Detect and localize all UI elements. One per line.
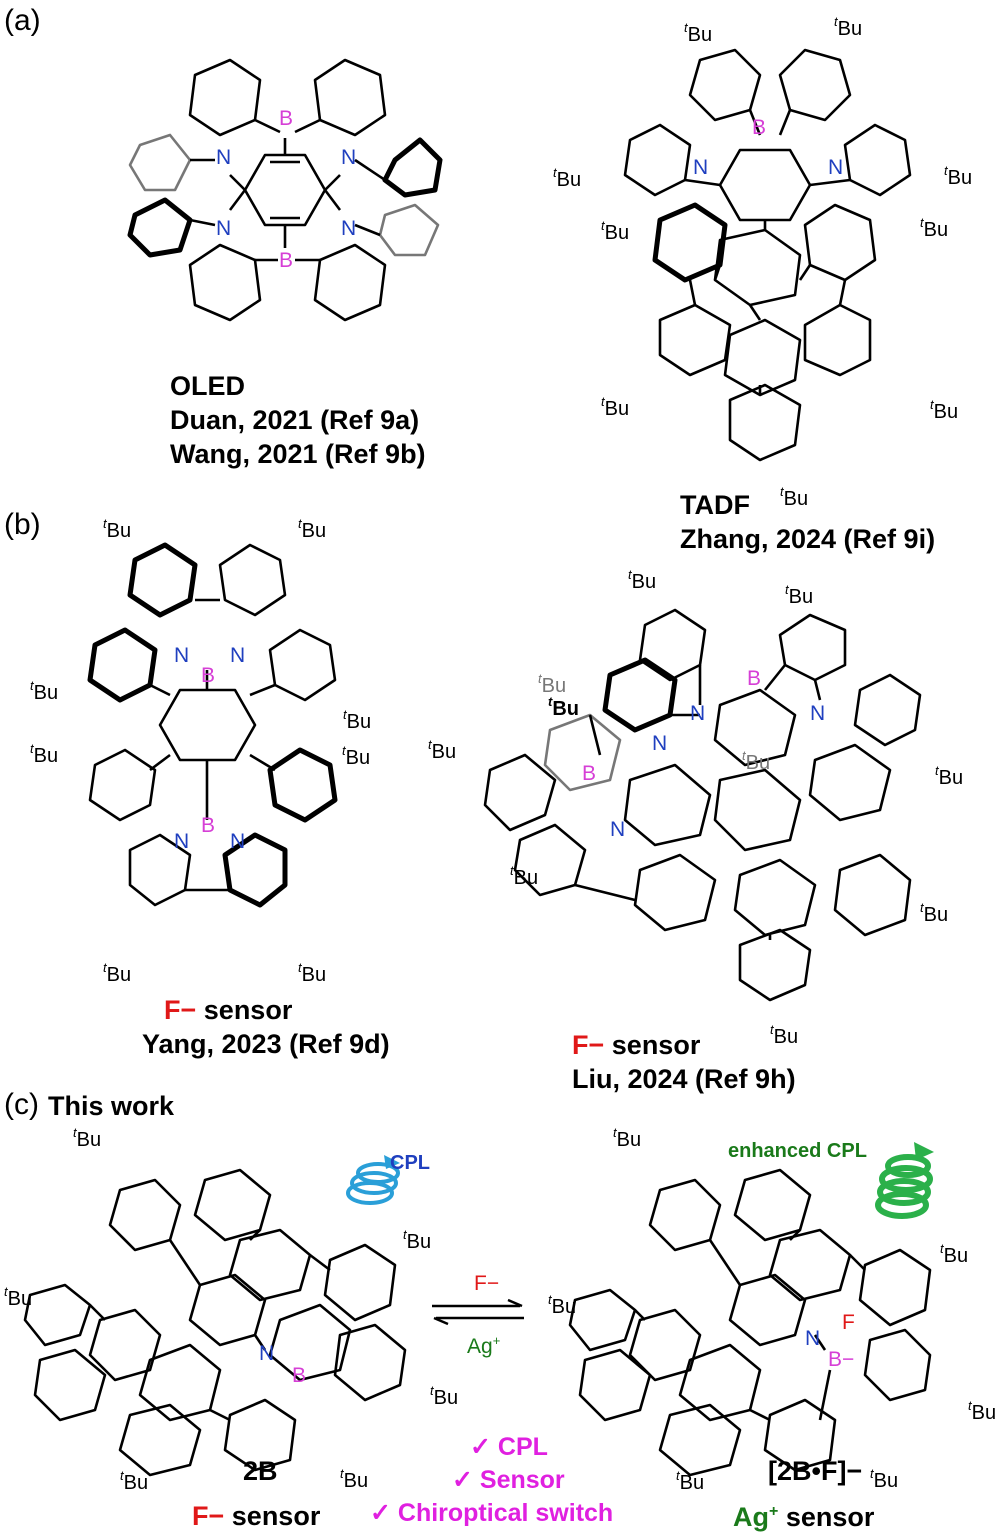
boron-atom: B <box>279 107 293 130</box>
tbu-label: tBu <box>601 394 630 420</box>
tbu-label: tBu <box>4 1284 33 1310</box>
tbu-label: tBu <box>30 678 59 704</box>
tbu-label: tBu <box>342 743 371 769</box>
nitrogen-atom: N <box>230 644 245 667</box>
compound-2bf-structure: N B− F <box>568 1168 932 1477</box>
tbu-label: tBu <box>968 1398 997 1424</box>
tbu-label: tBu <box>428 737 457 763</box>
tbu-label: tBu <box>870 1466 899 1492</box>
tbu-label: tBu <box>628 567 657 593</box>
nitrogen-atom: N <box>693 156 708 179</box>
tbu-label: tBu <box>510 863 539 889</box>
tbu-label: tBu <box>742 748 771 774</box>
nitrogen-atom: N <box>230 830 245 853</box>
nitrogen-atom: N <box>810 702 825 725</box>
tbu-label: tBu <box>676 1468 705 1494</box>
nitrogen-atom: N <box>805 1327 820 1350</box>
boron-atom: B <box>747 667 761 690</box>
boron-atom: B <box>292 1364 306 1387</box>
tbu-label: tBu <box>940 1241 969 1267</box>
enhanced-cpl-helix-icon <box>875 1142 934 1219</box>
panel-a-label: (a) <box>4 4 41 37</box>
cpl-helix-icon <box>346 1155 400 1205</box>
nitrogen-atom: N <box>174 644 189 667</box>
tbu-label: tBu <box>548 1292 577 1318</box>
tbu-label: tBu <box>298 516 327 542</box>
tbu-label: tBu <box>298 960 327 986</box>
feature-checklist: ✓ CPL ✓ Sensor ✓ Chiroptical switch <box>370 1433 614 1527</box>
panel-c-title: This work <box>48 1091 175 1121</box>
compound-2b-caption: 2B <box>243 1456 278 1486</box>
nitrogen-atom: N <box>610 818 625 841</box>
compound-2b-sensor: F− sensor <box>192 1501 321 1531</box>
tbu-label: tBu <box>935 763 964 789</box>
tadf-caption: TADF Zhang, 2024 (Ref 9i) <box>680 490 936 554</box>
nitrogen-atom: N <box>652 732 667 755</box>
liu-caption: F− sensor Liu, 2024 (Ref 9h) <box>572 1030 796 1094</box>
tbu-label: tBu <box>785 582 814 608</box>
nitrogen-atom: N <box>216 217 231 240</box>
panel-b-label: (b) <box>4 508 41 541</box>
boron-atom: B <box>279 249 293 272</box>
nitrogen-atom: N <box>341 146 356 169</box>
compound-2bf-sensor: Ag+ sensor <box>733 1502 875 1532</box>
tbu-label: tBu <box>601 218 630 244</box>
boron-atom: B <box>201 664 215 687</box>
tbu-label: tBu <box>548 694 580 720</box>
tbu-label: tBu <box>30 741 59 767</box>
tbu-label: tBu <box>770 1022 799 1048</box>
tbu-label: tBu <box>613 1125 642 1151</box>
nitrogen-atom: N <box>174 830 189 853</box>
boron-atom: B <box>752 116 766 139</box>
tbu-label: tBu <box>930 397 959 423</box>
oled-caption: OLED Duan, 2021 (Ref 9a) Wang, 2021 (Ref… <box>170 371 426 469</box>
panel-c-label: (c) <box>4 1088 39 1121</box>
oled-molecule-structure: B B N N N N <box>127 58 443 322</box>
yang-molecule-structure: N N B B N N <box>87 542 338 908</box>
tbu-label: tBu <box>103 960 132 986</box>
boron-anion-atom: B− <box>828 1348 854 1371</box>
tbu-label: tBu <box>780 484 809 510</box>
tbu-label: tBu <box>920 215 949 241</box>
fluorine-atom: F <box>842 1311 855 1334</box>
tbu-label: tBu <box>430 1383 459 1409</box>
tbu-label: tBu <box>553 165 582 191</box>
cpl-label: CPL <box>390 1152 430 1174</box>
tbu-label: tBu <box>340 1466 369 1492</box>
tadf-molecule-structure: B N N <box>623 48 912 462</box>
nitrogen-atom: N <box>259 1342 274 1365</box>
nitrogen-atom: N <box>828 156 843 179</box>
compound-2bf-caption: [2B•F]− <box>768 1456 863 1486</box>
nitrogen-atom: N <box>341 217 356 240</box>
tbu-label: tBu <box>834 14 863 40</box>
liu-molecule-structure: B N N B N N <box>483 608 922 1002</box>
compound-2b-structure: N B <box>23 1168 407 1477</box>
tbu-label: tBu <box>920 900 949 926</box>
boron-atom: B <box>582 762 596 785</box>
boron-atom: B <box>201 814 215 837</box>
equilibrium-reverse-reagent: Ag+ <box>467 1333 501 1358</box>
tbu-label: tBu <box>684 20 713 46</box>
nitrogen-atom: N <box>216 146 231 169</box>
tbu-label: tBu <box>103 516 132 542</box>
tbu-label: tBu <box>120 1468 149 1494</box>
tbu-label: tBu <box>403 1227 432 1253</box>
equilibrium-forward-reagent: F− <box>474 1272 500 1295</box>
tbu-label: tBu <box>538 671 567 697</box>
tbu-label: tBu <box>944 163 973 189</box>
tbu-label: tBu <box>73 1125 102 1151</box>
tbu-label: tBu <box>343 707 372 733</box>
nitrogen-atom: N <box>690 702 705 725</box>
enhanced-cpl-label: enhanced CPL <box>728 1140 867 1162</box>
yang-caption: F− sensor Yang, 2023 (Ref 9d) <box>142 995 390 1059</box>
equilibrium-arrows-icon <box>432 1298 524 1326</box>
